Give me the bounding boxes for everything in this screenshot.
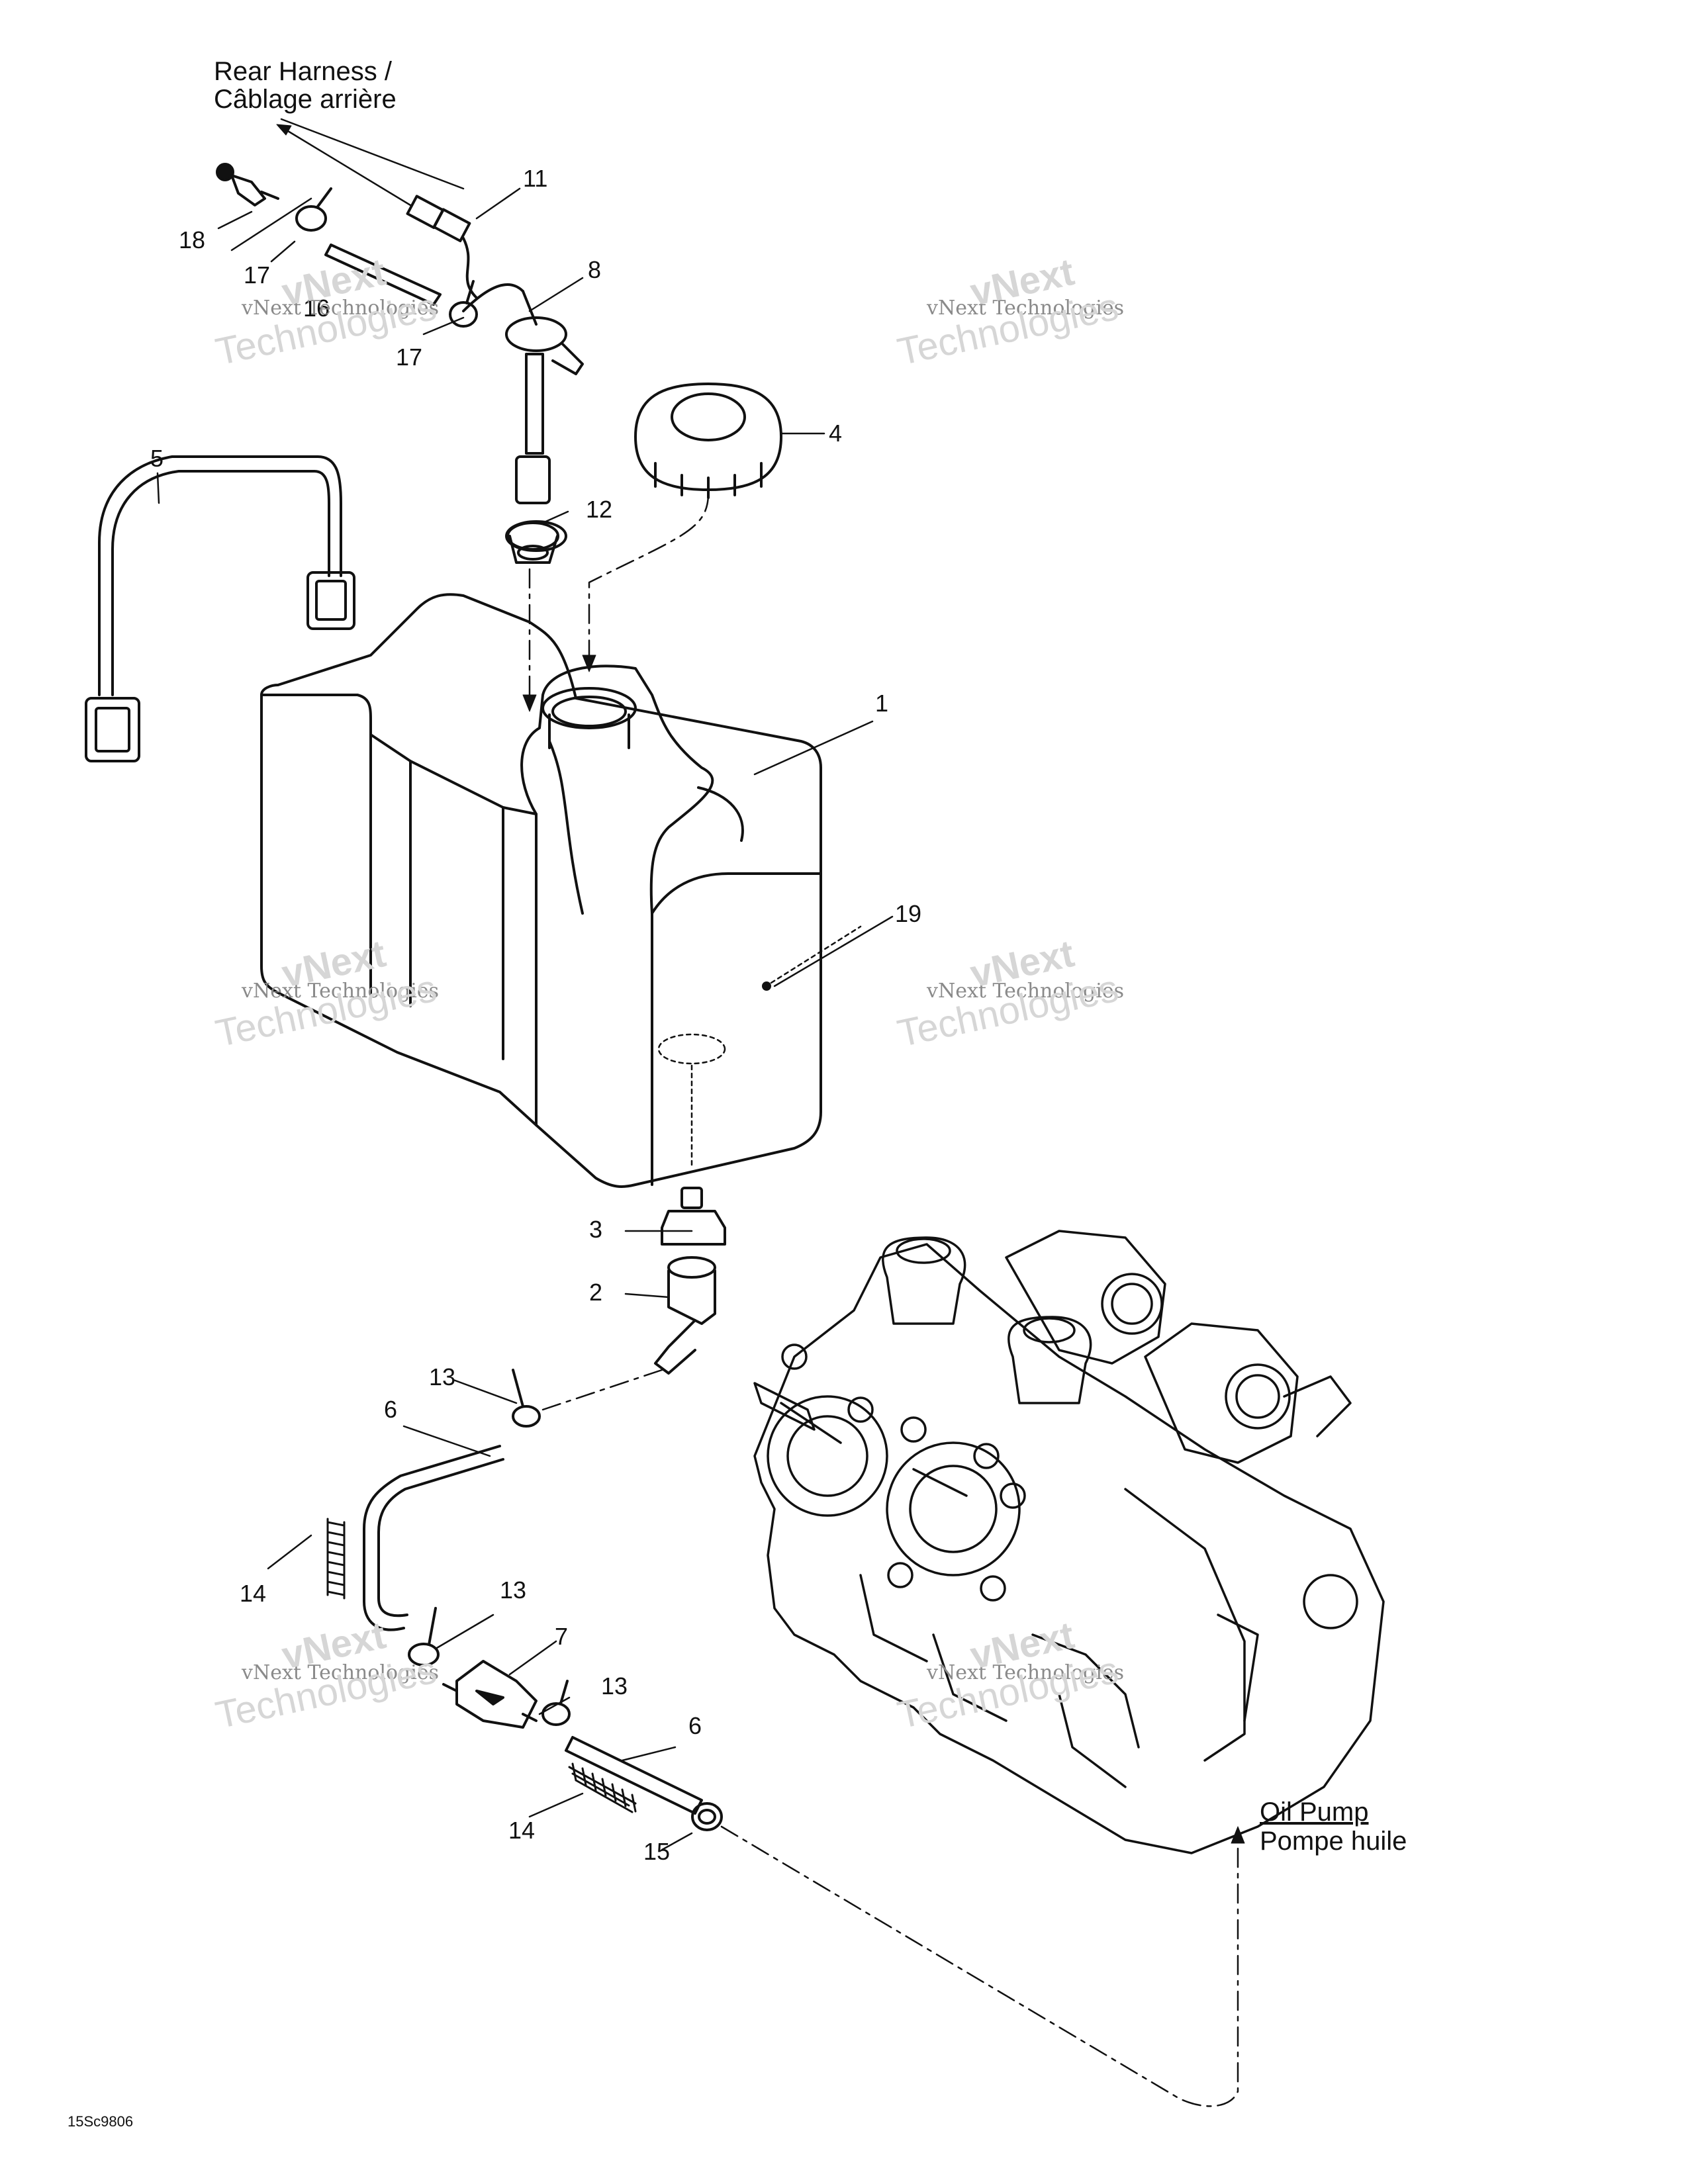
- part-number-13c: 13: [601, 1672, 628, 1700]
- oil-pump-label-en: Oil Pump: [1260, 1797, 1369, 1827]
- rear-harness-label-fr: Câblage arrière: [214, 85, 397, 114]
- oil-line-upper: [363, 1445, 504, 1631]
- outlet-grommet: [661, 1187, 726, 1246]
- spring-14b: [568, 1762, 637, 1813]
- part-number-3: 3: [589, 1216, 603, 1243]
- part-number-1: 1: [875, 690, 889, 717]
- fitting-dashed-line: [541, 1369, 663, 1411]
- part-number-19: 19: [895, 900, 922, 927]
- clamp-13c: [541, 1680, 571, 1726]
- leader-lines: [156, 118, 894, 1851]
- part-number-16: 16: [303, 295, 330, 322]
- grommet: [505, 520, 567, 552]
- part-number-13a: 13: [429, 1363, 456, 1390]
- part-number-13b: 13: [500, 1576, 527, 1604]
- part-number-12: 12: [586, 496, 613, 523]
- part-number-2: 2: [589, 1279, 603, 1306]
- part-number-15: 15: [643, 1838, 671, 1865]
- clamp-17a: [295, 187, 332, 232]
- clamp-13b: [408, 1607, 440, 1666]
- rear-harness-arrow: [276, 124, 412, 206]
- rear-harness-label-en: Rear Harness /: [214, 57, 392, 86]
- engine: [753, 1230, 1385, 1854]
- part-number-7: 7: [555, 1623, 569, 1650]
- oil-line-lower: [565, 1736, 703, 1815]
- part-number-17a: 17: [244, 261, 271, 289]
- outlet-fitting: [654, 1256, 716, 1375]
- check-valve: [216, 163, 279, 206]
- clamp-17b: [449, 280, 478, 328]
- inline-filter: [442, 1660, 538, 1729]
- cap-dashed-line: [588, 492, 710, 663]
- figure-code: 15Sc9806: [68, 2113, 134, 2130]
- vent-tube: [324, 244, 442, 306]
- part-number-18: 18: [179, 226, 206, 253]
- part-number-11: 11: [523, 165, 548, 192]
- part-number-17b: 17: [396, 343, 423, 371]
- connector: [406, 195, 478, 299]
- part-number-14b: 14: [508, 1817, 536, 1844]
- filler-cap: [634, 383, 782, 499]
- tank-outlet-dashed: [657, 1033, 726, 1065]
- part-number-4: 4: [829, 420, 843, 447]
- part-number-6b: 6: [688, 1712, 702, 1739]
- oil-pump-label-fr: Pompe huile: [1260, 1827, 1407, 1856]
- oil-level-sensor: [462, 283, 584, 564]
- oil-pump-dashed-line: [720, 1825, 1239, 2107]
- part-number-5: 5: [150, 445, 164, 472]
- part-number-6a: 6: [384, 1396, 398, 1423]
- part-number-8: 8: [588, 256, 602, 283]
- part-number-14a: 14: [240, 1580, 267, 1607]
- oil-tank: [260, 593, 822, 1188]
- grommet-arrow: [522, 694, 537, 712]
- clamp-15: [691, 1802, 723, 1831]
- spring-14a: [326, 1518, 346, 1600]
- retaining-strap: [85, 455, 355, 762]
- clamp-13a: [512, 1369, 541, 1428]
- cap-arrow: [582, 655, 596, 672]
